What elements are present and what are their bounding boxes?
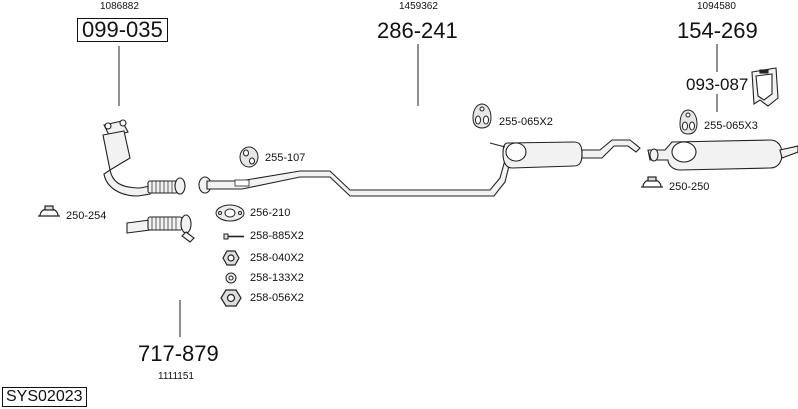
flex-pipe-part-number[interactable]: 717-879	[138, 341, 219, 366]
rubber-mount-255-065x2-icon	[472, 103, 492, 129]
clamp-250-254-icon	[38, 205, 60, 217]
bolt-258-885x2-icon	[223, 233, 244, 240]
front-pipe-drawing	[102, 119, 186, 197]
fitting-label-250-250[interactable]: 250-250	[669, 181, 710, 193]
fitting-label-250-254[interactable]: 250-254	[66, 210, 107, 222]
middle-pipe-part-number[interactable]: 286-241	[377, 18, 458, 43]
flex-pipe-reference: 1111151	[158, 371, 194, 382]
nut-258-040x2-icon	[222, 250, 240, 266]
middle-pipe-drawing	[198, 139, 641, 197]
fitting-label-256-210[interactable]: 256-210	[250, 207, 291, 219]
fitting-label-258-885x2[interactable]: 258-885X2	[250, 230, 304, 242]
rubber-mount-255-065x3-icon	[679, 109, 698, 135]
front-pipe-reference: 1086882	[100, 1, 139, 12]
heat-shield-part-number[interactable]: 093-087	[686, 75, 749, 94]
fitting-label-255-065x3[interactable]: 255-065X3	[704, 120, 758, 132]
heat-shield-drawing	[751, 67, 779, 107]
washer-258-133x2-icon	[225, 272, 237, 284]
fitting-label-258-040x2[interactable]: 258-040X2	[250, 252, 304, 264]
fitting-label-258-056x2[interactable]: 258-056X2	[250, 292, 304, 304]
middle-pipe-reference: 1459362	[399, 1, 438, 12]
flex-pipe-drawing	[126, 214, 195, 243]
rear-silencer-drawing	[647, 139, 798, 171]
rubber-mount-255-107-icon	[239, 146, 259, 168]
nut-258-056x2-icon	[220, 289, 242, 307]
gasket-256-210-icon	[215, 204, 245, 222]
fitting-label-258-133x2[interactable]: 258-133X2	[250, 272, 304, 284]
front-pipe-part-number[interactable]: 099-035	[77, 18, 168, 42]
rear-silencer-reference: 1094580	[697, 1, 736, 12]
fitting-label-255-065x2[interactable]: 255-065X2	[499, 116, 553, 128]
clamp-250-250-icon	[641, 176, 663, 188]
rear-silencer-part-number[interactable]: 154-269	[677, 18, 758, 43]
fitting-label-255-107[interactable]: 255-107	[265, 152, 306, 164]
diagram-code: SYS02023	[2, 387, 87, 407]
